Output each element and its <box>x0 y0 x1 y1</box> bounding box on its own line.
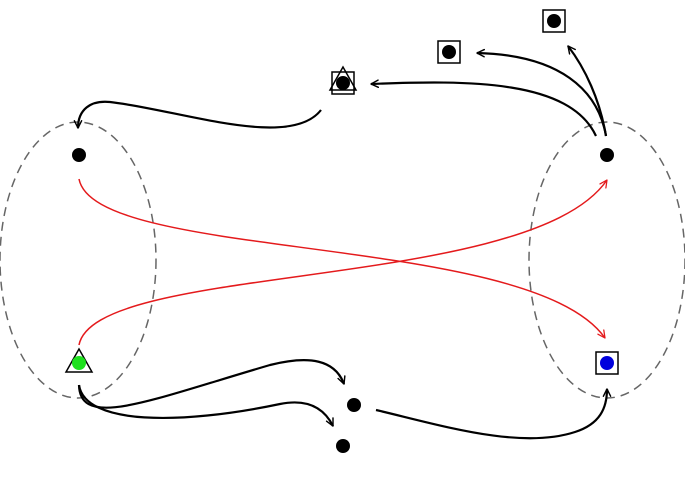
edge-bottom-center-a-to-right-bottom <box>375 388 612 440</box>
square-marker <box>542 9 566 33</box>
edge-left-top-to-right-bottom <box>78 178 606 339</box>
node-top-center <box>328 65 358 95</box>
node-left-top <box>72 148 86 162</box>
square-marker <box>437 40 461 64</box>
node-right-top <box>600 148 614 162</box>
edge-right-top-to-top-right-a <box>476 48 608 137</box>
node-right-bottom <box>595 351 619 375</box>
edge-top-center-to-left-top <box>73 100 322 129</box>
node-bottom-center-a <box>347 398 361 412</box>
edge-left-bottom-to-right-top <box>78 179 608 346</box>
edge-left-bottom-to-bottom-center-b <box>77 384 334 427</box>
node-top-center-dot <box>336 76 350 90</box>
node-right-bottom-dot <box>600 356 614 370</box>
node-left-bottom <box>64 347 94 373</box>
edge-right-top-to-top-center <box>370 79 597 137</box>
node-top-right-a-dot <box>442 45 456 59</box>
node-top-right-b <box>542 9 566 33</box>
node-top-right-a <box>437 40 461 64</box>
node-bottom-center-b <box>336 439 350 453</box>
node-left-bottom-dot <box>72 356 86 370</box>
edge-left-bottom-to-bottom-center-a <box>77 359 346 409</box>
square-marker <box>595 351 619 375</box>
node-top-right-b-dot <box>547 14 561 28</box>
square-marker <box>331 71 355 95</box>
